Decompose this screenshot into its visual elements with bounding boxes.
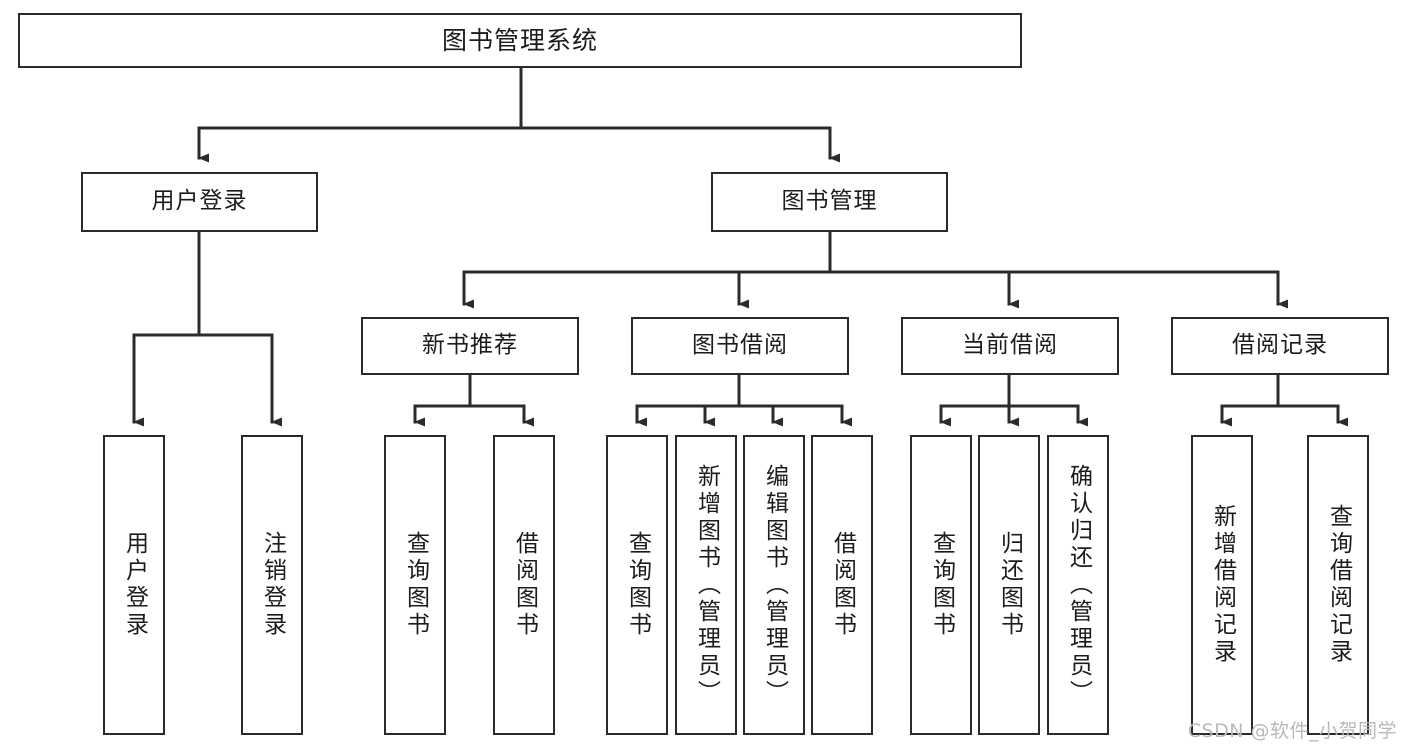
- node-label: 归还图书: [996, 531, 1023, 639]
- node-current-borrow[interactable]: 当前借阅: [901, 317, 1119, 375]
- node-label: 图书管理: [781, 188, 878, 215]
- node-book-management[interactable]: 图书管理: [711, 172, 948, 232]
- node-label: 借阅记录: [1232, 332, 1328, 359]
- node-label: 新增图书（管理员）: [693, 463, 720, 707]
- leaf-current-borrow-return[interactable]: 归还图书: [978, 435, 1040, 735]
- node-label: 新增借阅记录: [1209, 504, 1236, 666]
- node-label: 当前借阅: [962, 332, 1058, 359]
- node-label: 新书推荐: [422, 332, 518, 359]
- node-label: 借阅图书: [829, 531, 856, 639]
- node-root-book-management-system[interactable]: 图书管理系统: [18, 13, 1022, 68]
- leaf-user-login-signin[interactable]: 用户登录: [103, 435, 165, 735]
- node-label: 借阅图书: [511, 531, 538, 639]
- node-label: 确认归还（管理员）: [1065, 463, 1092, 707]
- node-label: 图书借阅: [692, 332, 788, 359]
- node-user-login[interactable]: 用户登录: [81, 172, 318, 232]
- leaf-user-login-signout[interactable]: 注销登录: [241, 435, 303, 735]
- node-label: 用户登录: [151, 188, 248, 215]
- node-label: 查询借阅记录: [1325, 504, 1352, 666]
- node-label: 用户登录: [121, 531, 148, 639]
- node-label: 编辑图书（管理员）: [761, 463, 788, 707]
- leaf-book-borrow-add-admin[interactable]: 新增图书（管理员）: [675, 435, 737, 735]
- node-borrow-record[interactable]: 借阅记录: [1171, 317, 1389, 375]
- node-book-borrow[interactable]: 图书借阅: [631, 317, 849, 375]
- node-label: 查询图书: [402, 531, 429, 639]
- leaf-book-borrow-query[interactable]: 查询图书: [606, 435, 668, 735]
- leaf-new-book-borrow[interactable]: 借阅图书: [493, 435, 555, 735]
- leaf-borrow-record-query[interactable]: 查询借阅记录: [1307, 435, 1369, 735]
- node-label: 查询图书: [624, 531, 651, 639]
- node-label: 查询图书: [928, 531, 955, 639]
- node-new-book-recommend[interactable]: 新书推荐: [361, 317, 579, 375]
- node-label: 注销登录: [259, 531, 286, 639]
- leaf-current-borrow-query[interactable]: 查询图书: [910, 435, 972, 735]
- leaf-current-borrow-confirm-admin[interactable]: 确认归还（管理员）: [1047, 435, 1109, 735]
- node-label: 图书管理系统: [441, 25, 598, 55]
- leaf-borrow-record-add[interactable]: 新增借阅记录: [1191, 435, 1253, 735]
- leaf-new-book-query[interactable]: 查询图书: [384, 435, 446, 735]
- leaf-book-borrow-edit-admin[interactable]: 编辑图书（管理员）: [743, 435, 805, 735]
- leaf-book-borrow-borrow[interactable]: 借阅图书: [811, 435, 873, 735]
